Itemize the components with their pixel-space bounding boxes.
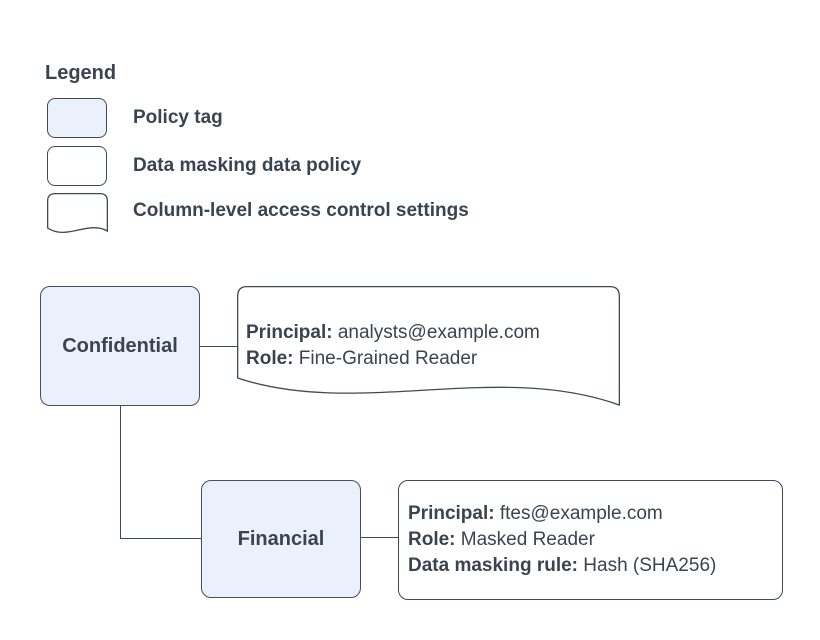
annotation-text-block: Principal: analysts@example.com Role: Fi… (246, 320, 540, 372)
connector-confidential-to-financial-horizontal (119, 538, 203, 540)
legend-policy-tag-swatch (47, 98, 107, 138)
annotation-field-label: Role: (246, 348, 294, 369)
legend-data-masking-policy-label: Data masking data policy (133, 155, 362, 176)
connector-confidential-to-access-settings (200, 346, 237, 348)
policy-tag-label: Financial (237, 527, 325, 550)
legend-policy-tag-label: Policy tag (133, 107, 223, 128)
column-access-document-shape (237, 286, 620, 406)
annotation-line: Role: Masked Reader (408, 527, 782, 553)
annotation-financial-data-policy: Principal: ftes@example.com Role: Masked… (398, 480, 783, 600)
annotation-field-label: Data masking rule: (408, 555, 578, 576)
annotation-field-label: Principal: (246, 322, 333, 343)
annotation-field-value: analysts@example.com (332, 322, 540, 343)
annotation-line: Data masking rule: Hash (SHA256) (408, 553, 782, 579)
legend-column-access-document-swatch (47, 193, 108, 234)
annotation-confidential-access-settings: Principal: analysts@example.com Role: Fi… (237, 286, 620, 410)
legend-column-access-document-label: Column-level access control settings (133, 200, 469, 221)
annotation-field-value: Hash (SHA256) (578, 555, 717, 576)
legend-data-masking-policy-swatch (47, 146, 107, 186)
policy-tag-node-confidential: Confidential (40, 286, 200, 406)
policy-tag-label: Confidential (62, 334, 178, 357)
annotation-field-label: Principal: (408, 503, 495, 524)
annotation-field-label: Role: (408, 529, 456, 550)
annotation-field-value: Masked Reader (455, 529, 595, 550)
annotation-line: Principal: analysts@example.com (246, 320, 540, 346)
legend-title: Legend (45, 62, 117, 84)
policy-tag-node-financial: Financial (201, 480, 361, 598)
annotation-field-value: ftes@example.com (494, 503, 663, 524)
annotation-line: Principal: ftes@example.com (408, 501, 782, 527)
annotation-line: Role: Fine-Grained Reader (246, 346, 540, 372)
connector-confidential-to-financial-vertical (119, 406, 121, 539)
annotation-field-value: Fine-Grained Reader (293, 348, 478, 369)
connector-financial-to-data-policy (361, 537, 399, 539)
